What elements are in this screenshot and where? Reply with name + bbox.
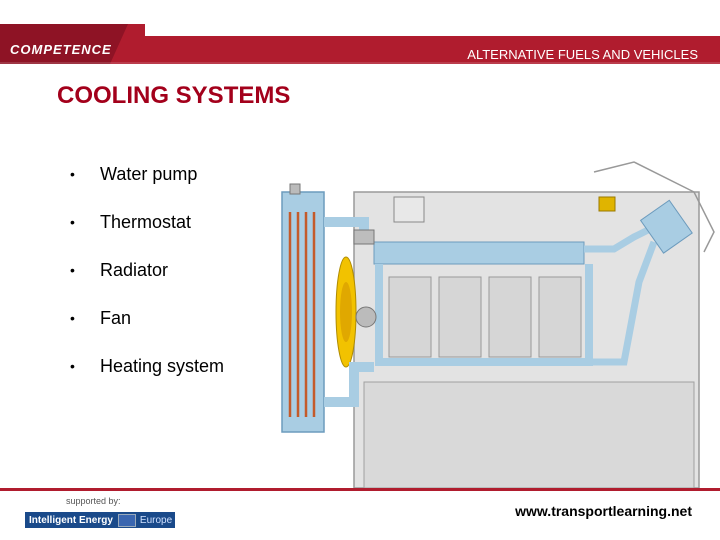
bullet-text: Radiator xyxy=(100,259,169,280)
bullet-item: • Water pump xyxy=(70,150,224,198)
bullet-item: • Fan xyxy=(70,294,224,342)
header-title: ALTERNATIVE FUELS AND VEHICLES xyxy=(467,47,698,62)
cylinder xyxy=(388,276,432,358)
bullet-dot-icon: • xyxy=(70,310,75,326)
eu-flag-icon xyxy=(117,513,136,527)
bullet-text: Fan xyxy=(100,307,132,328)
supported-by-label: supported by: xyxy=(66,496,121,506)
bullet-text: Water pump xyxy=(100,163,198,184)
logo-main-text: Intelligent Energy xyxy=(29,514,113,526)
engine-lower xyxy=(363,381,695,489)
heater-valve xyxy=(598,196,616,212)
bullet-list: • Water pump • Thermostat • Radiator • Fan •… xyxy=(70,150,224,390)
expansion-tank xyxy=(393,196,425,223)
dashboard-outline xyxy=(593,161,715,253)
thermostat xyxy=(353,229,375,245)
header-band xyxy=(0,24,720,64)
coolant-passage xyxy=(373,241,585,265)
water-pump xyxy=(355,306,377,328)
fan-icon xyxy=(335,256,357,368)
bullet-item: • Thermostat xyxy=(70,198,224,246)
bullet-item: • Heating system xyxy=(70,342,224,390)
bullet-dot-icon: • xyxy=(70,214,75,230)
cylinder xyxy=(488,276,532,358)
bullet-dot-icon: • xyxy=(70,166,75,182)
cooling-system-diagram xyxy=(254,152,720,489)
water-jacket xyxy=(375,264,593,366)
heater-core xyxy=(639,199,693,254)
page-title: COOLING SYSTEMS xyxy=(57,82,291,109)
cylinder xyxy=(438,276,482,358)
bullet-text: Thermostat xyxy=(100,211,192,232)
heater-hose-lower xyxy=(584,240,658,366)
bullet-text: Heating system xyxy=(100,355,225,376)
footer-divider xyxy=(0,488,720,491)
bullet-dot-icon: • xyxy=(70,358,75,374)
lower-hose xyxy=(324,362,374,407)
logo-sub-text: Europe xyxy=(139,514,173,526)
brand-logo-text: COMPETENCE xyxy=(10,42,112,57)
radiator-cap xyxy=(289,183,301,195)
bullet-item: • Radiator xyxy=(70,246,224,294)
intelligent-energy-logo: Intelligent Energy Europe xyxy=(25,512,175,528)
radiator xyxy=(281,191,325,433)
cylinder xyxy=(538,276,582,358)
bullet-dot-icon: • xyxy=(70,262,75,278)
website-link[interactable]: www.transportlearning.net xyxy=(515,503,692,519)
